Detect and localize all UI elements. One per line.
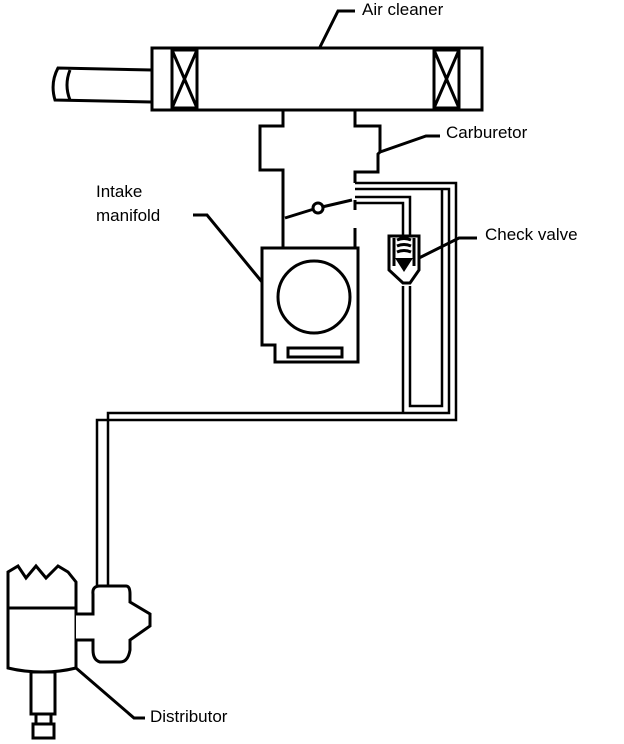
intake-manifold: [260, 246, 360, 364]
vacuum-lines: [95, 181, 458, 606]
distributor-label: Distributor: [150, 707, 228, 726]
leader-lines: [75, 9, 477, 720]
intake-manifold-label-line2: manifold: [96, 206, 161, 225]
intake-manifold-label-line1: Intake: [96, 182, 143, 201]
check-valve-label: Check valve: [485, 225, 578, 244]
air-cleaner-label: Air cleaner: [362, 0, 444, 19]
carburetor: [258, 110, 382, 248]
carburetor-label: Carburetor: [446, 123, 528, 142]
check-valve: [387, 234, 421, 285]
air-cleaner: [51, 46, 484, 112]
distributor: [6, 563, 152, 740]
